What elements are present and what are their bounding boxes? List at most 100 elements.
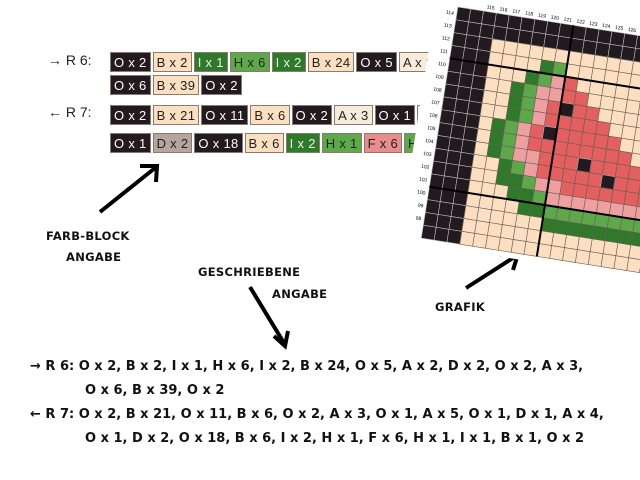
grid-cell xyxy=(545,20,561,37)
grid-cell xyxy=(623,191,640,207)
grid-cell xyxy=(573,91,590,107)
grid-cell xyxy=(461,218,478,234)
color-block: A x 3 xyxy=(334,105,373,125)
color-block: A x 2 xyxy=(398,52,430,72)
grid-cell xyxy=(622,33,638,49)
grid-cell xyxy=(464,34,480,50)
chart-grid: 1151161171181191201211221231241251261271… xyxy=(398,0,640,295)
grid-cell xyxy=(455,6,472,23)
color-block: O x 18 xyxy=(194,133,243,153)
grid-cell xyxy=(464,113,481,129)
grid-cell xyxy=(443,162,460,179)
grid-cell xyxy=(514,134,530,150)
grid-cell xyxy=(516,121,532,138)
grid-cell xyxy=(595,120,611,137)
color-block: O x 2 xyxy=(110,105,151,125)
grid-cell xyxy=(528,44,545,61)
grid-cell xyxy=(450,203,467,219)
grid-cell xyxy=(567,129,584,146)
grid-cell xyxy=(559,181,576,197)
grid-cell xyxy=(616,150,633,167)
grid-cell xyxy=(612,97,628,113)
grid-cell xyxy=(574,170,590,186)
color-block: O x 6 xyxy=(110,75,151,95)
grid-cell xyxy=(587,172,603,188)
grid-cell xyxy=(591,146,607,163)
color-block: O x 1 xyxy=(374,105,416,125)
row-number-label: 103 xyxy=(423,151,432,158)
grid-cell xyxy=(473,141,490,157)
grid-cell xyxy=(586,93,603,109)
grid-cell xyxy=(579,223,595,240)
grid-cell xyxy=(508,172,524,189)
grid-cell xyxy=(585,185,601,201)
grid-cell xyxy=(627,165,640,182)
grid-cell xyxy=(483,76,500,93)
grid-cell xyxy=(514,213,531,230)
grid-cell xyxy=(519,16,536,33)
row-number-label: 110 xyxy=(437,61,446,68)
row-number-label: 98 xyxy=(415,216,422,223)
color-block: F x 6 xyxy=(363,133,402,153)
row-number-label: 99 xyxy=(417,203,424,210)
grid-cell xyxy=(451,32,467,48)
grid-cell xyxy=(488,130,505,146)
grid-cell xyxy=(453,19,470,36)
grid-cell xyxy=(549,245,565,261)
color-block: B x 6 xyxy=(250,105,290,125)
row-number-label: 108 xyxy=(433,87,442,94)
grid-cell xyxy=(572,183,588,199)
grid-cell xyxy=(625,99,640,115)
grid-cell xyxy=(533,97,549,114)
grid-cell xyxy=(535,85,551,101)
grid-cell xyxy=(553,219,569,236)
grid-cell xyxy=(482,168,499,185)
grid-cell xyxy=(617,229,634,246)
grid-cell xyxy=(450,124,466,140)
grid-cell xyxy=(596,29,613,45)
row-7-label: ← R 7: xyxy=(48,104,92,120)
grid-cell xyxy=(496,78,513,95)
grid-cell xyxy=(466,21,482,38)
grid-cell xyxy=(494,91,511,108)
grid-cell xyxy=(630,231,640,248)
color-block: B x 6 xyxy=(244,133,284,153)
grid-cell xyxy=(578,144,594,161)
grid-cell xyxy=(517,29,534,46)
written-r6-line-2: O x 6, B x 39, O x 2 xyxy=(85,383,225,398)
grid-cell xyxy=(571,104,588,120)
grid-guide-line xyxy=(535,25,575,257)
grid-cell xyxy=(606,135,622,152)
color-block: O x 2 xyxy=(291,105,333,125)
grid-cell xyxy=(512,147,528,163)
row-number-label: 106 xyxy=(429,112,438,119)
grid-cell xyxy=(471,153,488,170)
color-block: I x 2 xyxy=(271,52,306,72)
grid-cell xyxy=(504,27,521,44)
grid-cell xyxy=(620,45,636,62)
grid-cell xyxy=(543,33,559,50)
grid-cell xyxy=(608,122,624,139)
color-block: B x 24 xyxy=(307,52,355,72)
row-number-label: 112 xyxy=(441,35,450,42)
arrow-to-blocks-head xyxy=(140,164,160,183)
grid-cell xyxy=(505,106,522,123)
grid-cell xyxy=(479,102,496,119)
grid-cell xyxy=(460,139,477,155)
grid-cell xyxy=(600,174,616,190)
column-label: 117 xyxy=(512,9,521,16)
grid-cell xyxy=(487,222,503,238)
grid-cell xyxy=(512,226,529,242)
grid-cell xyxy=(466,100,483,117)
grid-cell xyxy=(566,221,582,238)
arrow-to-blocks xyxy=(98,166,157,214)
column-label: 123 xyxy=(589,21,598,28)
row-6-label: → R 6: xyxy=(48,52,92,68)
grid-cell xyxy=(602,240,619,257)
written-r6-line-1: → R 6: O x 2, B x 2, I x 1, H x 6, I x 2… xyxy=(30,359,584,374)
color-block: O x 2 xyxy=(201,75,242,95)
grid-cell xyxy=(459,231,476,247)
grid-cell xyxy=(441,96,457,113)
grid-cell xyxy=(635,35,640,51)
